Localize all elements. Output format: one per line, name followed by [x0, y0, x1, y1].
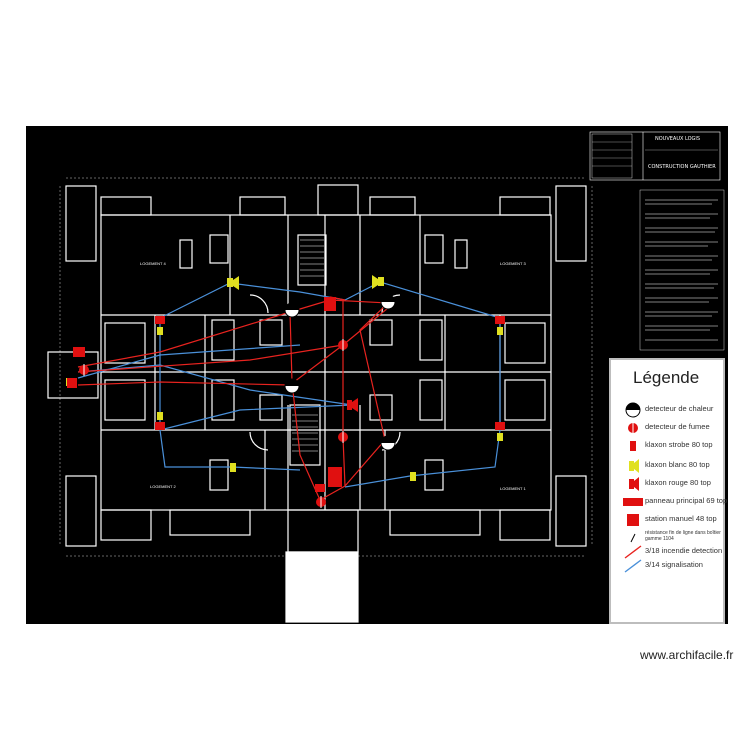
room-label-logement-1: LOGEMENT 1 — [500, 486, 526, 491]
room-label-logement-3: LOGEMENT 3 — [500, 261, 526, 266]
legend-item-heat-detector: detecteur de chaleur — [611, 400, 723, 420]
main-panel-icon — [324, 297, 336, 311]
fire-devices — [66, 275, 505, 508]
company-name: CONSTRUCTION GAUTHIER — [648, 164, 716, 170]
legend-label: klaxon rouge 80 top — [645, 478, 711, 487]
legend-item-strobe-horn: klaxon strobe 80 top — [611, 436, 723, 456]
white-horn-icon — [372, 275, 384, 289]
building-walls — [47, 184, 587, 623]
project-title: NOUVEAUX LOGIS — [655, 136, 700, 142]
strobe-horn-icon — [495, 422, 505, 430]
room-label-logement-4: LOGEMENT 4 — [140, 261, 166, 266]
legend-label: 3/18 incendie detection — [645, 546, 723, 555]
legend-item-eol-resistor: résistance fin de ligne dans boîtier gam… — [611, 528, 723, 548]
manual-station-icon — [627, 514, 639, 526]
red-horn-icon — [629, 477, 639, 491]
eol-resistor-icon — [630, 533, 636, 543]
white-horn-icon — [497, 433, 503, 441]
red-line-icon — [624, 545, 642, 559]
legend-item-blue-line: 3/14 signalisation — [611, 556, 723, 576]
manual-station-icon — [67, 378, 77, 388]
stairs — [292, 239, 324, 452]
white-horn-icon — [227, 276, 239, 290]
legend-item-manual-station: station manuel 48 top — [611, 510, 723, 530]
white-horn-icon — [230, 463, 236, 472]
legend-label: résistance fin de ligne dans boîtier gam… — [645, 530, 721, 542]
smoke-detector-icon — [79, 364, 89, 376]
heat-detector-icon — [284, 302, 300, 318]
legend-label: station manuel 48 top — [645, 514, 717, 523]
white-horn-icon — [410, 472, 416, 481]
room-labels: LOGEMENT 4 LOGEMENT 3 LOGEMENT 2 LOGEMEN… — [140, 261, 526, 491]
strobe-horn-icon — [630, 441, 636, 451]
strobe-horn-icon — [495, 316, 505, 324]
strobe-horn-icon — [155, 422, 165, 430]
legend-label: panneau principal 69 top — [645, 496, 728, 505]
main-panel-icon — [328, 467, 342, 487]
legend-label: klaxon strobe 80 top — [645, 440, 713, 449]
white-horn-icon — [157, 412, 163, 420]
red-horn-icon — [347, 398, 358, 412]
heat-detector-icon — [380, 294, 396, 310]
legend-item-red-horn: klaxon rouge 80 top — [611, 474, 723, 494]
legend-item-main-panel: panneau principal 69 top — [611, 492, 727, 512]
watermark[interactable]: www.archifacile.fr — [640, 648, 734, 662]
smoke-detector-icon — [338, 339, 348, 351]
smoke-detector-icon — [316, 496, 326, 508]
room-label-logement-2: LOGEMENT 2 — [150, 484, 176, 489]
main-panel-icon — [623, 498, 643, 506]
smoke-detector-icon — [338, 431, 348, 443]
legend-label: detecteur de chaleur — [645, 404, 714, 413]
smoke-detector-icon — [628, 422, 638, 434]
white-horn-icon — [629, 459, 639, 473]
legend-label: 3/14 signalisation — [645, 560, 703, 569]
legend-title: Légende — [633, 368, 700, 387]
legend-label: klaxon blanc 80 top — [645, 460, 710, 469]
strobe-horn-icon — [73, 347, 85, 357]
heat-detector-icon — [284, 378, 300, 394]
white-horn-icon — [497, 327, 503, 335]
legend-panel: Légende detecteur de chaleur detecteur d… — [609, 358, 727, 624]
heat-detector-icon — [625, 402, 641, 418]
dimension-lines — [59, 177, 593, 557]
legend-item-white-horn: klaxon blanc 80 top — [611, 456, 723, 476]
legend-item-red-line: 3/18 incendie detection — [611, 542, 723, 562]
signal-wiring — [77, 281, 501, 488]
title-block: NOUVEAUX LOGIS CONSTRUCTION GAUTHIER — [589, 131, 725, 351]
heat-detector-icon — [380, 435, 396, 451]
legend-item-smoke-detector: detecteur de fumee — [611, 418, 723, 438]
manual-station-icon — [315, 484, 325, 492]
blue-line-icon — [624, 559, 642, 573]
strobe-horn-icon — [155, 316, 165, 324]
legend-label: detecteur de fumee — [645, 422, 710, 431]
white-horn-icon — [157, 327, 163, 335]
